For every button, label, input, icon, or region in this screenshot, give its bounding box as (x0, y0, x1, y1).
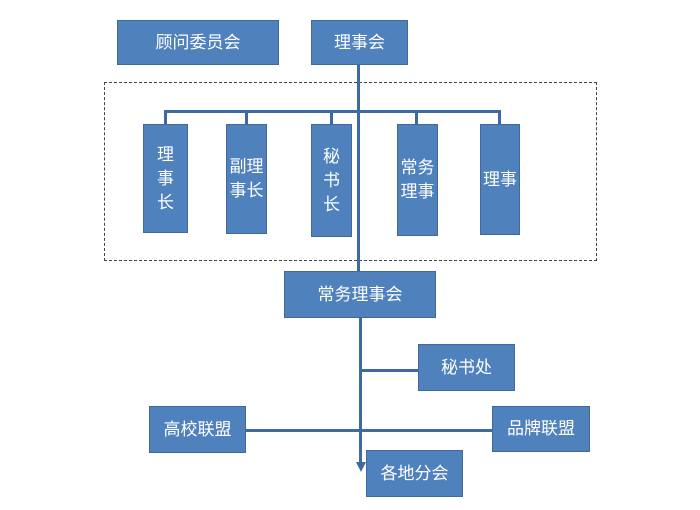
secretary-general-node: 秘 书 长 (311, 124, 352, 237)
vice-chairman-node: 副理 事长 (226, 124, 267, 234)
university-alliance-node: 高校联盟 (149, 406, 246, 453)
alliance-bus-line (245, 429, 493, 432)
secretariat-branch-line (359, 369, 419, 372)
drop-line-executive-director (415, 110, 418, 124)
drop-line-director (498, 110, 501, 124)
chairman-node: 理 事 长 (143, 124, 188, 233)
arrow-icon (356, 462, 366, 472)
local-branches-node: 各地分会 (366, 450, 463, 497)
council-node: 理事会 (311, 20, 408, 65)
drop-line-chairman (164, 110, 167, 124)
director-node: 理事 (480, 124, 520, 235)
executive-director-node: 常务 理事 (397, 124, 438, 236)
brand-alliance-node: 品牌联盟 (492, 406, 590, 452)
executive-council-node: 常务理事会 (284, 271, 436, 318)
council-members-group (104, 82, 597, 261)
advisory-committee-node: 顾问委员会 (117, 20, 279, 65)
lower-trunk-line (359, 318, 362, 466)
main-trunk-line (357, 64, 360, 272)
secretariat-node: 秘书处 (418, 344, 515, 391)
drop-line-secretary-general (330, 110, 333, 124)
drop-line-vice-chairman (245, 110, 248, 124)
